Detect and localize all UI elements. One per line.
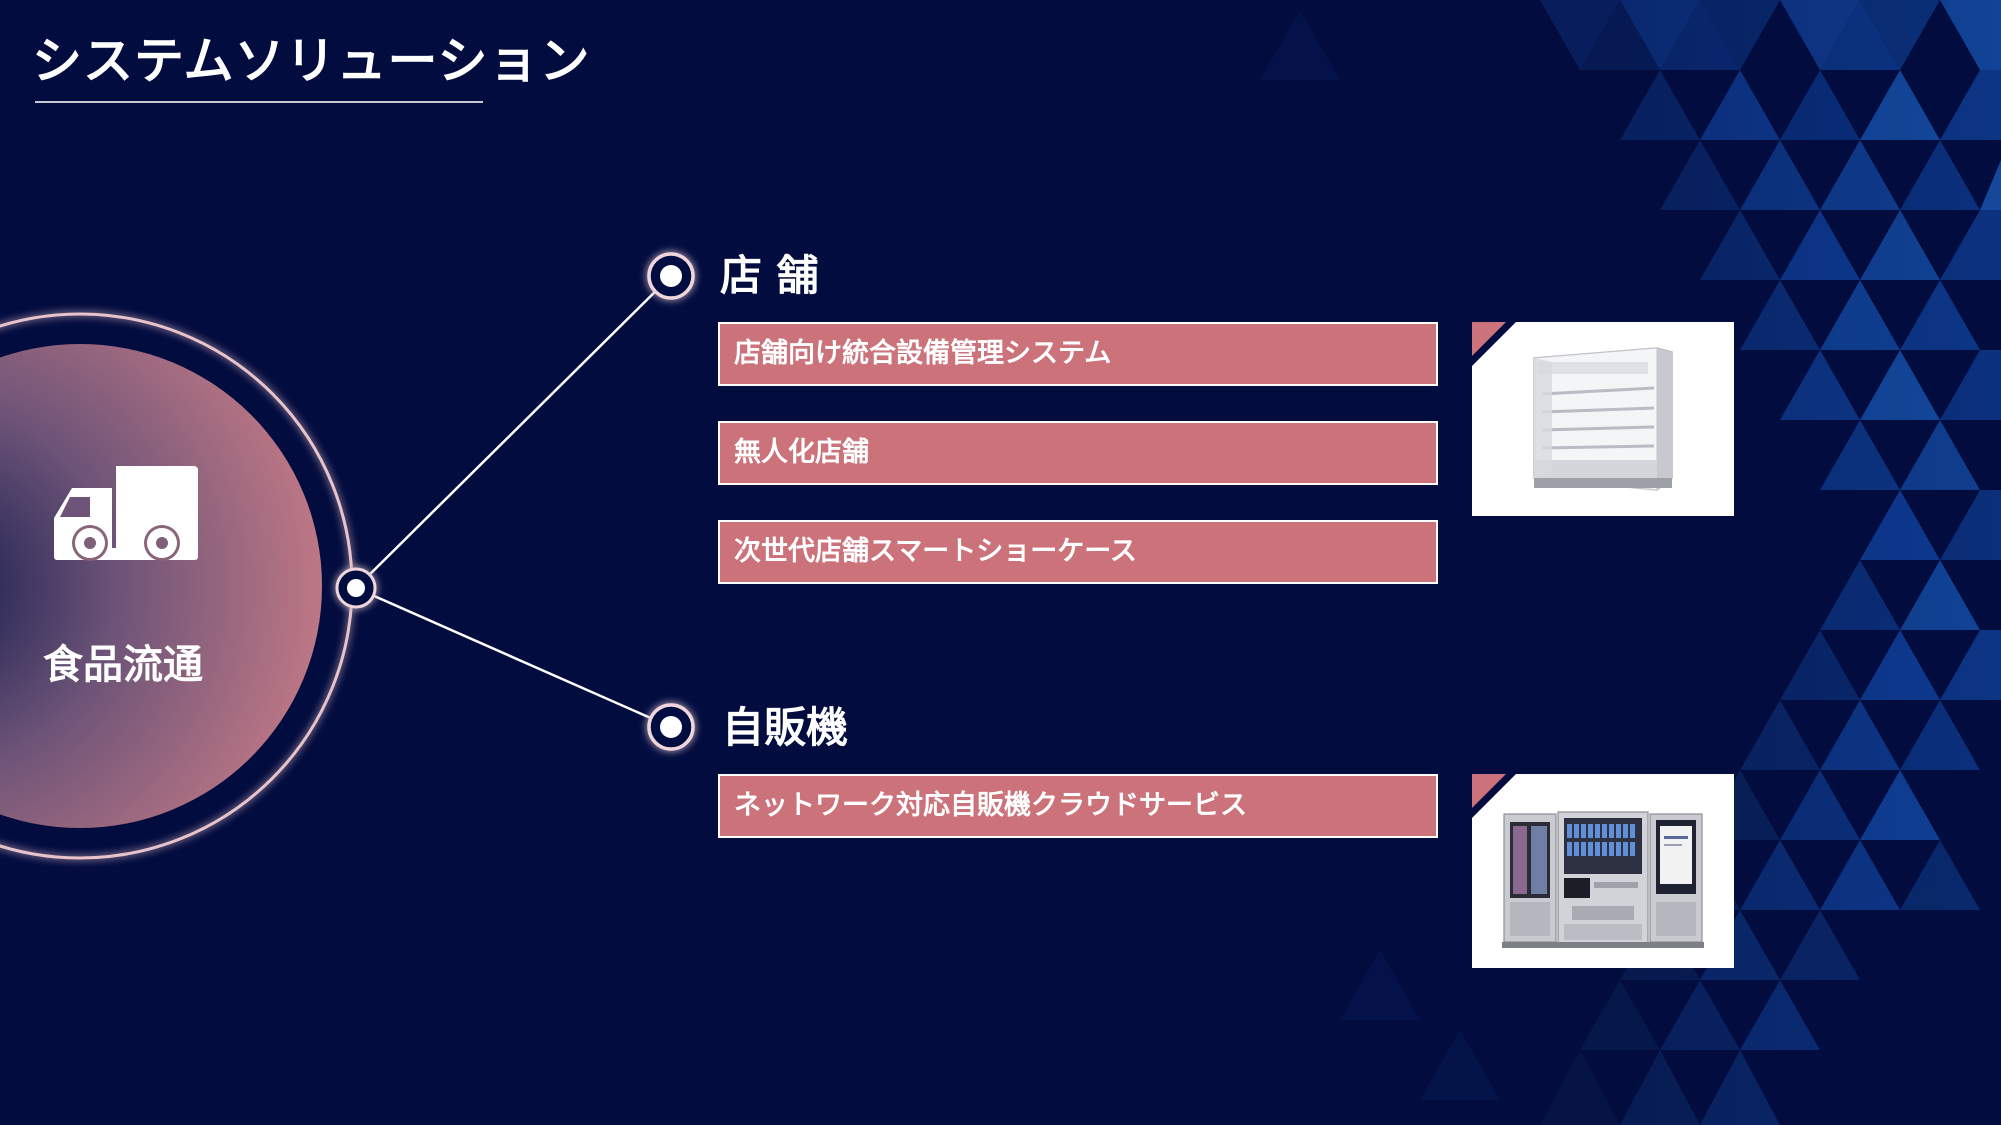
connector-line-vending	[355, 586, 672, 729]
vending-item-cloud-service[interactable]: ネットワーク対応自販機クラウドサービス	[718, 774, 1438, 838]
open-showcase-image	[1472, 322, 1734, 516]
page-title: システムソリューション	[32, 32, 591, 90]
hub-circle	[0, 344, 322, 828]
store-item-unmanned-store[interactable]: 無人化店舗	[718, 421, 1438, 485]
title-underline	[35, 101, 483, 103]
store-node	[647, 252, 695, 300]
section-title-store: 店 舗	[720, 251, 819, 300]
connector-line-store	[355, 275, 672, 589]
store-item-integrated-management[interactable]: 店舗向け統合設備管理システム	[718, 322, 1438, 386]
section-title-vending: 自販機	[722, 703, 849, 752]
vending-machine-image	[1472, 774, 1734, 968]
hub-node	[335, 567, 377, 609]
vending-node	[647, 703, 695, 751]
truck-icon	[54, 466, 198, 561]
hub-label: 食品流通	[43, 642, 203, 688]
store-item-smart-showcase[interactable]: 次世代店舗スマートショーケース	[718, 520, 1438, 584]
